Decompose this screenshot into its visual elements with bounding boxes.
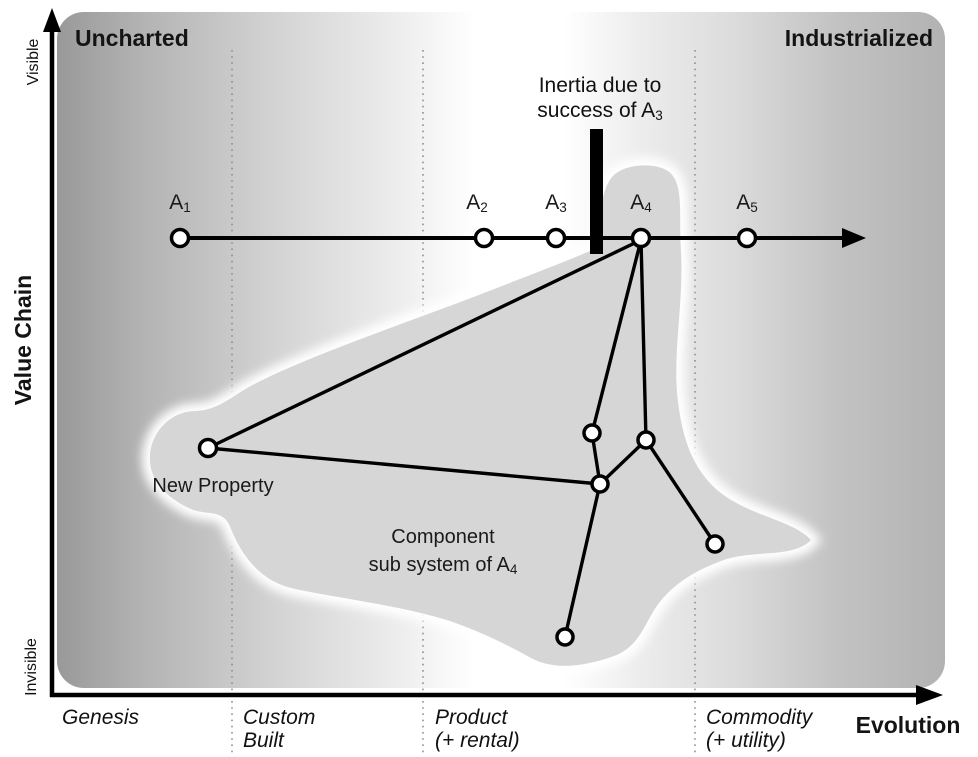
stage-label-custom-line1: Custom <box>243 706 315 729</box>
component-label-line2: sub system of A4 <box>369 554 518 577</box>
region-title-industrialized: Industrialized <box>785 25 933 51</box>
edge-newproperty-a4 <box>207 238 642 450</box>
inertia-annotation-line2: success of A3 <box>537 99 662 123</box>
edge-newproperty-center <box>207 446 601 486</box>
node-label-a5: A5 <box>736 191 758 215</box>
new-property-label: New Property <box>152 475 273 497</box>
node-label-a2: A2 <box>466 191 488 215</box>
inertia-bar <box>590 129 603 254</box>
y-axis-bottom-label: Invisible <box>23 638 40 696</box>
node-a5 <box>736 227 758 249</box>
stage-label-genesis-line1: Genesis <box>62 706 140 729</box>
edge-upperright-right <box>644 439 717 545</box>
edge-a4-upperright <box>639 239 648 441</box>
node-label-a4: A4 <box>630 191 652 215</box>
node-a4 <box>630 227 652 249</box>
edge-a4-upperleft <box>590 239 643 434</box>
node-a1 <box>169 227 191 249</box>
stage-label-commodity-line2: (+ utility) <box>706 729 786 752</box>
component-blob <box>149 165 811 666</box>
node-subsystem-upperleft <box>582 423 602 443</box>
y-axis-arrowhead <box>43 8 61 32</box>
edge-center-bottom <box>563 483 602 638</box>
pipeline-arrowhead <box>842 228 866 248</box>
node-a2 <box>473 227 495 249</box>
inertia-annotation-line1: Inertia due to <box>539 74 662 97</box>
node-new-property <box>197 437 219 459</box>
node-label-a3: A3 <box>545 191 567 215</box>
node-subsystem-right <box>705 534 725 554</box>
region-title-uncharted: Uncharted <box>75 25 189 51</box>
node-subsystem-center <box>590 474 610 494</box>
x-axis-title: Evolution <box>856 712 961 738</box>
node-subsystem-upperright <box>636 430 656 450</box>
node-subsystem-bottom <box>555 627 575 647</box>
node-label-a1: A1 <box>169 191 191 215</box>
edge-upperright-center <box>598 438 648 486</box>
stage-label-custom-line2: Built <box>243 729 285 752</box>
stage-label-commodity-line1: Commodity <box>706 706 814 729</box>
y-axis-title: Value Chain <box>10 275 36 405</box>
x-axis-arrowhead <box>916 685 943 705</box>
y-axis-top-label: Visible <box>25 38 42 85</box>
stage-label-product-line1: Product <box>435 706 509 729</box>
component-label-line1: Component <box>391 526 495 548</box>
stage-label-product-line2: (+ rental) <box>435 729 520 752</box>
node-a3 <box>545 227 567 249</box>
